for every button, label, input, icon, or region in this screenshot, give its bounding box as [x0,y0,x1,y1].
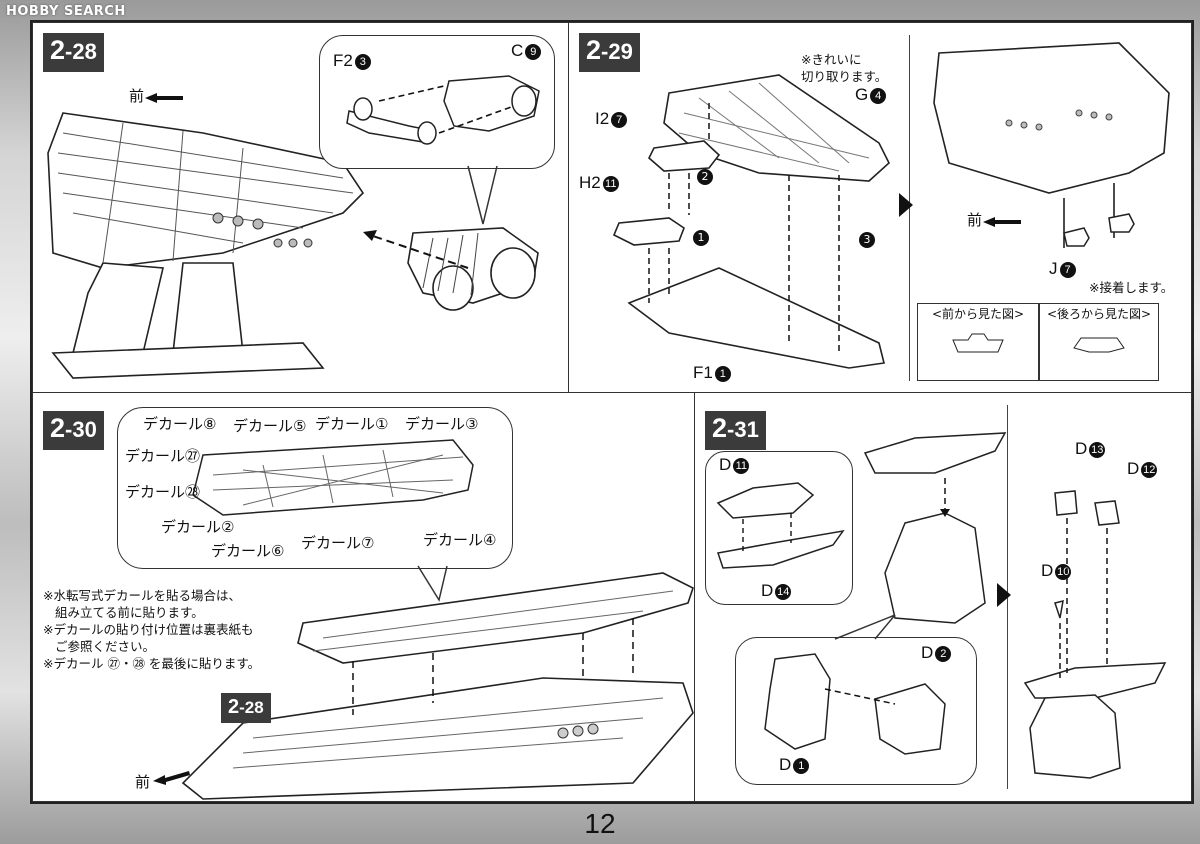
decal-label-7: デカール⑦ [301,534,375,552]
step-badge-2-30: 2-30 [43,411,104,450]
bubble-pointer-d1-d2 [834,614,896,640]
instruction-sheet: 2-28 前 [30,20,1194,804]
deck-underside-drawing [933,42,1170,248]
page-number: 12 [584,808,616,839]
deck-assembly-drawing [612,74,890,369]
front-label: 前 [129,87,145,105]
view-front-box: <前から見た図> [917,303,1039,381]
ship-hull-drawing [47,112,365,379]
bubble-pointer [467,165,498,225]
front-label: 前 [135,773,151,791]
order-mark-1: 1 [691,228,709,246]
step-badge-2-31: 2-31 [705,411,766,450]
detail-bubble-d11-d14 [705,451,853,605]
panel-step-2-28: 2-28 前 [32,22,570,394]
order-mark-2: 2 [695,167,713,185]
decal-label-6: デカール⑥ [211,542,285,560]
decal-label-3: デカール③ [405,415,479,433]
decal-deck-drawing [192,439,474,516]
watermark: HOBBY SEARCH [6,4,126,19]
decal-label-5: デカール⑤ [233,417,307,435]
decal-label-1: デカール① [315,415,389,433]
decal-label-8: デカール⑧ [143,415,217,433]
step-badge-2-28-reference: 2-28 [221,693,271,723]
front-arrow [983,217,1021,227]
note-cut-cleanly: ※きれいに切り取ります。 [801,52,888,84]
decal-label-27: デカール㉗ [125,447,201,465]
front-label: 前 [967,211,983,229]
decal-notes: ※水転写式デカールを貼る場合は、 組み立てる前に貼ります。 ※デカールの貼り付け… [43,588,261,671]
next-arrow-31 [997,583,1011,607]
d-final-assembly-drawing [1023,490,1167,779]
front-arrow [153,771,190,785]
part-j-drawing [1063,213,1135,247]
decal-label-28: デカール㉘ [125,483,201,501]
step-badge-2-29: 2-29 [579,33,640,72]
attach-arrow [363,230,469,269]
front-arrow [145,93,183,103]
decal-label-4: デカール④ [423,531,497,549]
panel-step-2-30: 2-30 デカール⑧ デカール⑤ デカール① デカール③ デカール㉗ デカール㉘… [32,392,696,802]
note-glue: ※接着します。 [1089,280,1174,295]
order-mark-3: 3 [857,230,875,248]
d11-d14-drawing [716,482,845,569]
decal-label-2: デカール② [161,518,235,536]
decal-bubble-pointer [417,565,448,602]
next-arrow-29 [899,193,913,217]
d1-d2-drawing [764,653,946,755]
bubble-parts-drawing [346,75,540,145]
step-badge-2-28: 2-28 [43,33,104,72]
d-assembly-main-drawing [863,432,1007,624]
engine-part-drawing [407,227,539,311]
deck-install-drawing [181,572,694,800]
view-back-box: <後ろから見た図> [1039,303,1159,381]
